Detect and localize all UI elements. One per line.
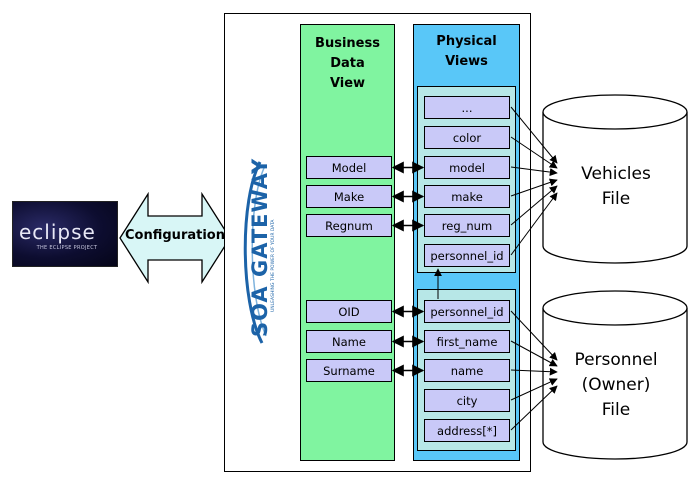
vehicles-field-personnel-id: personnel_id xyxy=(424,244,510,267)
physical-views-title: Physical Views xyxy=(436,34,497,69)
business-field-regnum: Regnum xyxy=(306,214,392,237)
personnel-field-address: address[*] xyxy=(424,419,510,442)
personnel-file-label: Personnel (Owner) File xyxy=(574,350,658,420)
business-data-view-panel: Business Data View xyxy=(300,24,395,461)
vehicles-file-label: Vehicles File xyxy=(581,164,651,209)
soa-gateway-logo-tagline: UNLEASHING THE POWER OF YOUR DATA xyxy=(271,219,276,312)
personnel-field-personnel-id: personnel_id xyxy=(424,300,510,323)
soa-gateway-logo-text: SOA GATEWAY xyxy=(248,157,272,337)
eclipse-logo: eclipse THE ECLIPSE PROJECT xyxy=(12,201,118,267)
personnel-field-first-name: first_name xyxy=(424,330,510,353)
vehicles-field-ellipsis: ... xyxy=(424,96,510,119)
business-field-oid: OID xyxy=(306,300,392,323)
configuration-label: Configuration xyxy=(125,228,225,243)
business-field-name: Name xyxy=(306,330,392,353)
business-data-view-title: Business Data View xyxy=(315,36,380,91)
soa-gateway-swoosh-icon xyxy=(243,161,267,344)
personnel-field-name: name xyxy=(424,359,510,382)
eclipse-logo-word: eclipse xyxy=(19,220,96,244)
business-field-make: Make xyxy=(306,185,392,208)
business-field-surname: Surname xyxy=(306,359,392,382)
vehicles-file-cylinder xyxy=(542,94,688,264)
vehicles-field-reg-num: reg_num xyxy=(424,214,510,237)
vehicles-field-make: make xyxy=(424,185,510,208)
vehicles-field-color: color xyxy=(424,126,510,149)
business-field-model: Model xyxy=(306,156,392,179)
eclipse-logo-tagline: THE ECLIPSE PROJECT xyxy=(36,245,98,251)
vehicles-field-model: model xyxy=(424,156,510,179)
personnel-file-cylinder xyxy=(542,290,688,460)
personnel-field-city: city xyxy=(424,389,510,412)
